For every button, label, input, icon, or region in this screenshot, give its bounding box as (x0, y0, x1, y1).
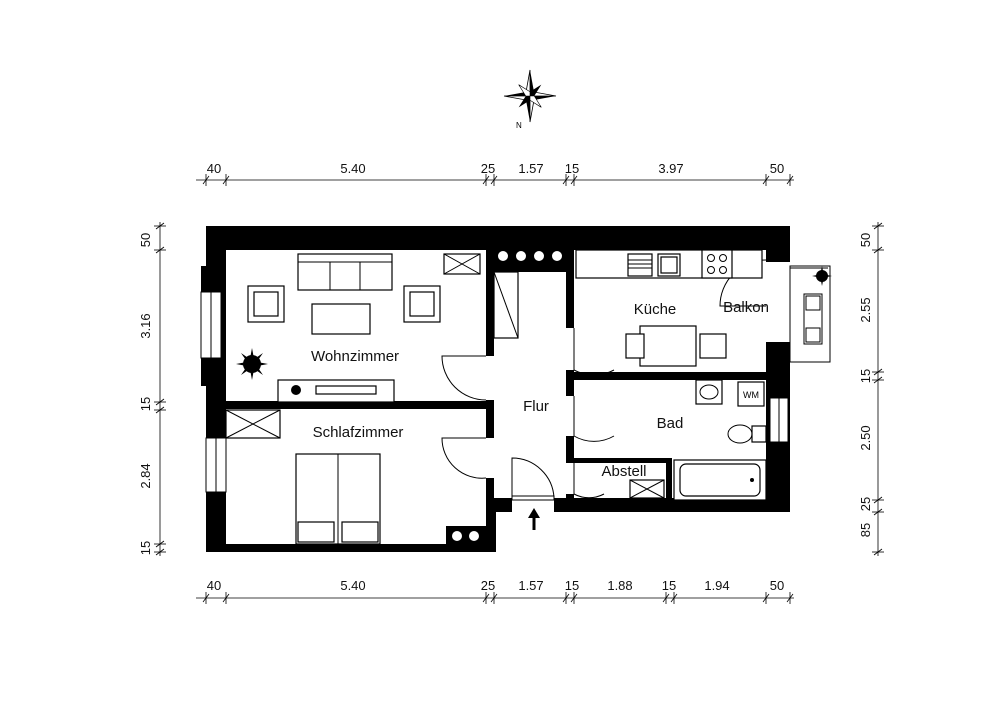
room-label-schlafzimmer: Schlafzimmer (313, 424, 404, 441)
dim-top-3: 1.57 (518, 161, 543, 176)
plant-icon (236, 348, 268, 380)
dim-left-3: 2.84 (138, 463, 153, 488)
dim-right-5: 85 (858, 523, 873, 537)
hallway-furniture (493, 250, 566, 339)
dimension-line-left: 50 3.16 15 2.84 15 (138, 222, 161, 556)
dim-bottom-4: 15 (565, 578, 579, 593)
dimension-line-bottom: 40 5.40 25 1.57 15 1.88 15 1.94 50 (196, 578, 794, 599)
compass-north-label: N (516, 121, 522, 130)
dim-right-3: 2.50 (858, 425, 873, 450)
dim-top-6: 50 (770, 161, 784, 176)
balcony (789, 265, 832, 363)
dim-top-1: 5.40 (340, 161, 365, 176)
dim-bottom-2: 25 (481, 578, 495, 593)
kitchen-furniture (575, 249, 763, 367)
living-room-furniture (236, 253, 481, 403)
dim-bottom-3: 1.57 (518, 578, 543, 593)
dim-bottom-1: 5.40 (340, 578, 365, 593)
dimension-ticks (154, 174, 884, 604)
windows (200, 262, 790, 493)
dim-right-4: 25 (858, 497, 873, 511)
dim-bottom-7: 1.94 (704, 578, 729, 593)
dim-bottom-8: 50 (770, 578, 784, 593)
dim-right-0: 50 (858, 233, 873, 247)
room-label-flur: Flur (523, 398, 549, 415)
dim-right-1: 2.55 (858, 297, 873, 322)
dim-bottom-5: 1.88 (607, 578, 632, 593)
dim-top-5: 3.97 (658, 161, 683, 176)
dim-right-2: 15 (858, 369, 873, 383)
dim-bottom-6: 15 (662, 578, 676, 593)
dim-left-2: 15 (138, 397, 153, 411)
entry-arrow-icon (528, 508, 540, 530)
washing-machine-label: WM (743, 390, 759, 400)
dim-left-4: 15 (138, 541, 153, 555)
dim-top-0: 40 (207, 161, 221, 176)
dim-left-1: 3.16 (138, 313, 153, 338)
dimension-line-top: 40 5.40 25 1.57 15 3.97 50 (196, 161, 794, 181)
room-label-kueche: Küche (634, 301, 677, 318)
dim-left-0: 50 (138, 233, 153, 247)
room-label-wohnzimmer: Wohnzimmer (311, 348, 399, 365)
dim-top-4: 15 (565, 161, 579, 176)
dim-bottom-0: 40 (207, 578, 221, 593)
room-label-balkon: Balkon (723, 299, 769, 316)
compass-rose-icon: N (503, 69, 557, 130)
room-label-bad: Bad (657, 415, 684, 432)
room-label-abstell: Abstell (601, 463, 646, 480)
bathroom-furniture: WM (629, 379, 767, 501)
dimension-line-right: 50 2.55 15 2.50 25 85 (858, 222, 879, 556)
dim-top-2: 25 (481, 161, 495, 176)
bedroom-furniture (225, 409, 486, 545)
